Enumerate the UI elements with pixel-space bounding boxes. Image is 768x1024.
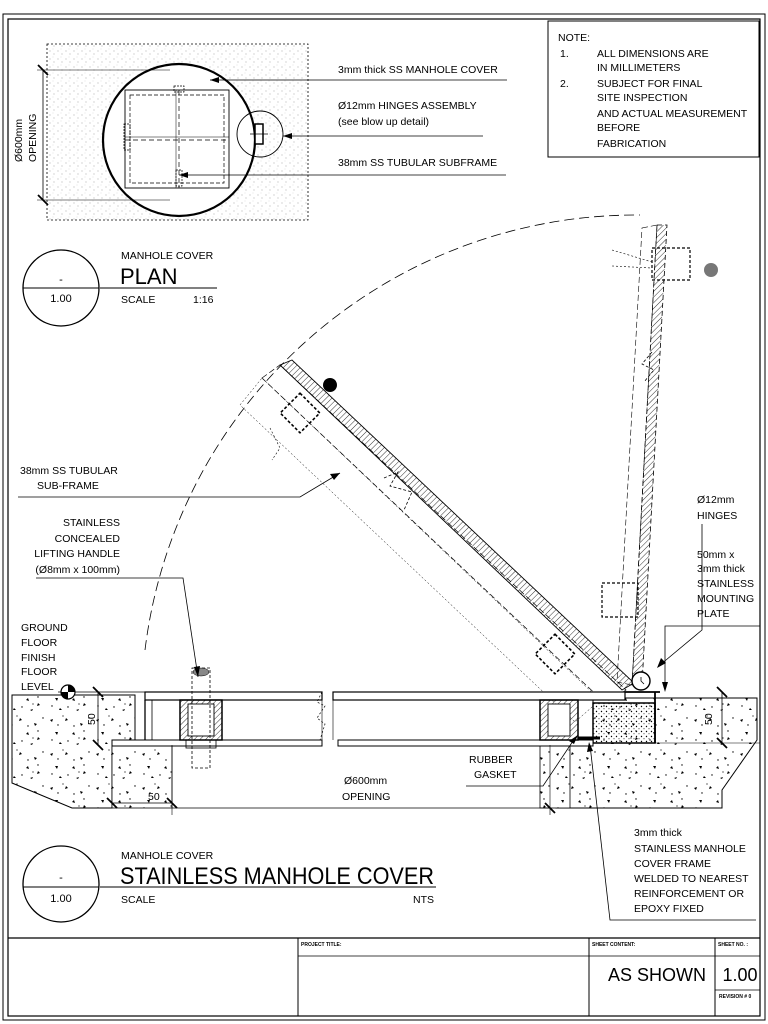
diagonal-handle-knob [323, 378, 337, 392]
label-plate-2: 3mm thick [697, 563, 746, 575]
label-plate-3: STAINLESS [697, 578, 754, 590]
note-2-line-2: SITE INSPECTION [597, 92, 687, 104]
sheet-no-value: 1.00 [722, 965, 757, 985]
plan-tag-bottom: 1.00 [50, 293, 71, 305]
label-ground-3: FINISH [21, 652, 55, 664]
note-1-line-1: ALL DIMENSIONS ARE [597, 48, 709, 60]
label-gasket-2: GASKET [474, 769, 517, 781]
cover-frame-insert [592, 702, 656, 744]
note-2-line-3: AND ACTUAL MEASUREMENT [597, 108, 748, 120]
label-tubular-1: 38mm SS TUBULAR [20, 465, 118, 477]
plan-callout-hinges-note: (see blow up detail) [338, 116, 429, 128]
plan-opening-dim-2: OPENING [27, 114, 39, 162]
label-frame-4: WELDED TO NEAREST [634, 873, 749, 885]
cover-swing-arc [144, 214, 641, 651]
label-ground-1: GROUND [21, 622, 68, 634]
section-tag-bottom: 1.00 [50, 893, 71, 905]
label-hinges-1: Ø12mm [697, 494, 735, 506]
plan-title-block: - 1.00 MANHOLE COVER PLAN SCALE 1:16 [22, 249, 217, 327]
sheet-content-label: SHEET CONTENT: [592, 942, 636, 948]
label-plate-5: PLATE [697, 608, 729, 620]
plan-subtitle: MANHOLE COVER [121, 250, 214, 262]
section-dimensions: 50 50 Ø600mm OPENING 50 [86, 686, 760, 815]
label-frame-2: STAINLESS MANHOLE [634, 843, 746, 855]
dim-right-height: 50 [703, 713, 715, 725]
plan-scale-label: SCALE [121, 294, 155, 306]
open-cover-upright [601, 224, 718, 686]
label-gasket-1: RUBBER [469, 754, 513, 766]
closed-cover [111, 667, 660, 769]
sheet-no-label: SHEET NO. : [718, 942, 748, 948]
note-2-line-5: FABRICATION [597, 138, 666, 150]
dim-left-height: 50 [86, 713, 98, 725]
plan-callout-hinges: Ø12mm HINGES ASSEMBLY [338, 100, 477, 112]
section-leaders [18, 472, 760, 921]
upright-handle-knob [704, 263, 718, 277]
label-ground-5: LEVEL [21, 681, 54, 693]
revision-label: REVISION # 0 [719, 994, 751, 1000]
note-2-number: 2. [560, 78, 569, 90]
section-subtitle: MANHOLE COVER [121, 850, 214, 862]
plan-hinge-detail-circle [236, 110, 284, 158]
label-ground-4: FLOOR [21, 666, 58, 678]
plan-callout-subframe: 38mm SS TUBULAR SUBFRAME [338, 157, 497, 169]
note-2-line-4: BEFORE [597, 122, 640, 134]
sheet-content-value: AS SHOWN [608, 965, 706, 985]
label-handle-2: CONCEALED [55, 533, 121, 545]
plan-title: PLAN [120, 264, 177, 289]
section-tag-top: - [59, 872, 63, 884]
open-cover-diagonal [239, 359, 635, 723]
note-box: NOTE: 1. ALL DIMENSIONS ARE IN MILLIMETE… [547, 20, 760, 158]
ground-slab [11, 694, 758, 809]
label-ground-2: FLOOR [21, 637, 58, 649]
note-heading: NOTE: [558, 32, 590, 44]
lifting-handle [191, 667, 211, 769]
plan-opening-dim-1: Ø600mm [13, 119, 25, 162]
section-opening-dim-1: Ø600mm [344, 775, 387, 787]
ground-level-marker [58, 684, 145, 700]
label-frame-6: EPOXY FIXED [634, 903, 704, 915]
label-tubular-2: SUB-FRAME [37, 480, 99, 492]
label-frame-5: REINFORCEMENT OR [634, 888, 744, 900]
section-title-block: - 1.00 MANHOLE COVER STAINLESS MANHOLE C… [22, 845, 436, 923]
note-1-number: 1. [560, 48, 569, 60]
plan-view: Ø600mm OPENING 3mm thick SS MANHOLE COVE… [13, 43, 507, 221]
project-title-label: PROJECT TITLE: [301, 942, 342, 948]
section-tag-circle [22, 845, 100, 923]
label-handle-3: LIFTING HANDLE [34, 548, 120, 560]
label-frame-1: 3mm thick [634, 827, 683, 839]
note-1-line-2: IN MILLIMETERS [597, 62, 680, 74]
label-plate-1: 50mm x [697, 549, 735, 561]
section-opening-dim-2: OPENING [342, 791, 390, 803]
sheet-title-block: PROJECT TITLE: SHEET CONTENT: SHEET NO. … [8, 937, 760, 1016]
plan-callout-cover: 3mm thick SS MANHOLE COVER [338, 64, 498, 76]
label-handle-4: (Ø8mm x 100mm) [35, 564, 120, 576]
label-plate-4: MOUNTING [697, 593, 754, 605]
plan-scale-value: 1:16 [193, 294, 214, 306]
label-hinges-2: HINGES [697, 510, 737, 522]
outer-border [2, 13, 766, 1021]
plan-tag-top: - [59, 274, 63, 286]
section-scale-label: SCALE [121, 894, 155, 906]
section-view: 50 50 Ø600mm OPENING 50 [11, 214, 760, 921]
label-frame-3: COVER FRAME [634, 858, 711, 870]
section-scale-value: NTS [413, 894, 434, 906]
label-handle-1: STAINLESS [63, 517, 120, 529]
plan-subframe-outer [124, 89, 230, 189]
note-2-line-1: SUBJECT FOR FINAL [597, 78, 703, 90]
inner-border [7, 18, 761, 1017]
section-title: STAINLESS MANHOLE COVER [120, 863, 434, 890]
dim-bottom-width: 50 [148, 791, 160, 803]
